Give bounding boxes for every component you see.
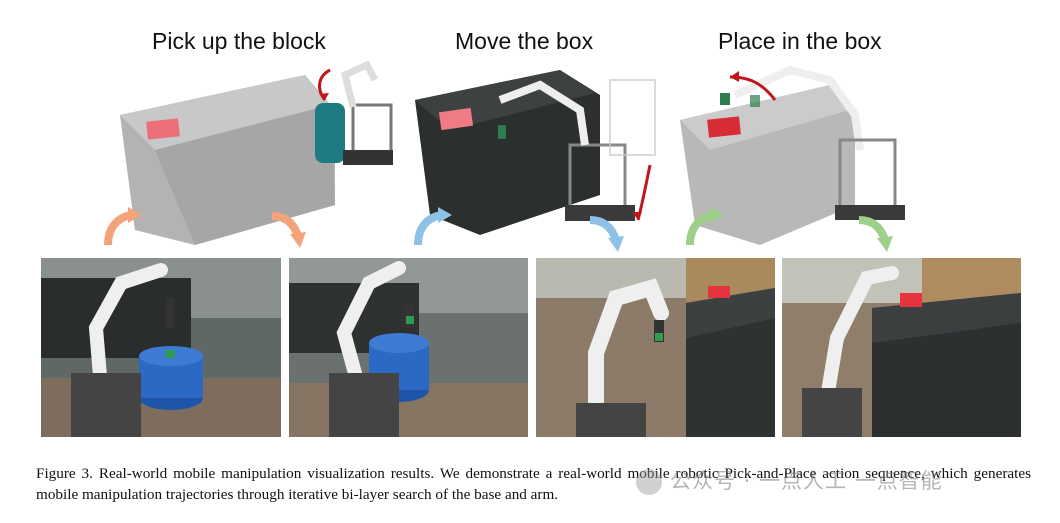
wechat-logo-icon (636, 469, 662, 495)
red-box (438, 107, 474, 131)
red-box (146, 118, 180, 140)
photo-place-approach (536, 258, 775, 437)
watermark-text: 公众号 · 一点人工 一点智能 (670, 469, 943, 493)
blue-stool (315, 103, 345, 163)
render-scene-move (410, 55, 680, 250)
render-scene-place (680, 55, 930, 250)
stage-title-move: Move the box (455, 28, 594, 54)
orange-arrow-right (271, 212, 306, 248)
stage-title-pick: Pick up the block (152, 28, 326, 54)
blue-arrow-right (589, 216, 624, 252)
watermark: 公众号 · 一点人工 一点智能 (636, 465, 943, 495)
stage-title-place: Place in the box (718, 28, 882, 54)
move-arrow (636, 164, 652, 221)
photo-place-done (782, 258, 1021, 437)
figure-caption: Figure 3. Real-world mobile manipulation… (36, 463, 1031, 505)
green-arrow-left (686, 207, 724, 246)
photo-pick (41, 258, 281, 437)
photo-move (289, 258, 528, 437)
render-scene-pick (105, 55, 415, 250)
blue-arrow-left (414, 207, 452, 246)
caption-label: Figure 3. (36, 465, 93, 482)
orange-arrow-left (104, 207, 142, 246)
red-box (707, 116, 741, 138)
green-arrow-right (858, 216, 893, 252)
caption-text: Real-world mobile manipulation visualiza… (36, 465, 1032, 503)
